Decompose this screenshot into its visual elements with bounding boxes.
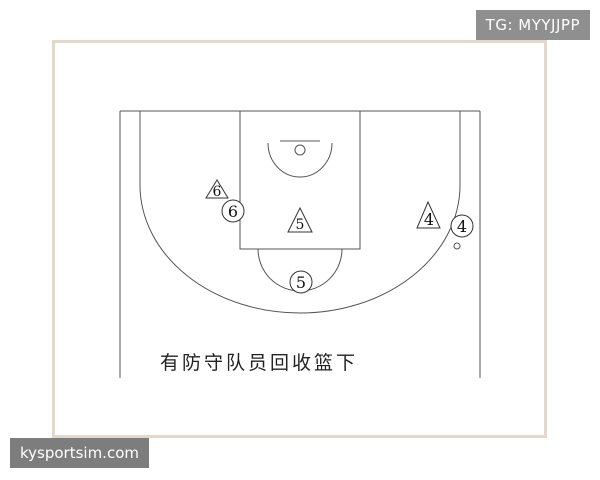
defender-6-triangle [205, 179, 229, 199]
three-point-arc [139, 184, 461, 314]
restricted-area-arc [267, 142, 333, 178]
offense-4-circle [450, 214, 474, 238]
rim [294, 144, 306, 156]
offense-5-circle [289, 270, 313, 294]
offense-6-circle [221, 199, 245, 223]
offense-4-label: 4 [457, 217, 467, 236]
defender-4-triangle [416, 200, 441, 229]
defender-4-label: 4 [424, 210, 434, 229]
channel-badge: TG: MYYJJPP [475, 10, 590, 40]
diagram-caption: 有防守队员回收篮下 [160, 352, 358, 374]
offense-6-label: 6 [228, 202, 238, 221]
paint-lane [239, 110, 361, 250]
defender-6-label: 6 [213, 184, 222, 200]
defender-5-triangle [287, 206, 313, 233]
offense-5-label: 5 [296, 273, 306, 292]
site-badge: kysportsim.com [10, 438, 149, 468]
defender-5-label: 5 [296, 217, 305, 233]
ball [453, 242, 461, 250]
diagram-frame [52, 40, 547, 438]
